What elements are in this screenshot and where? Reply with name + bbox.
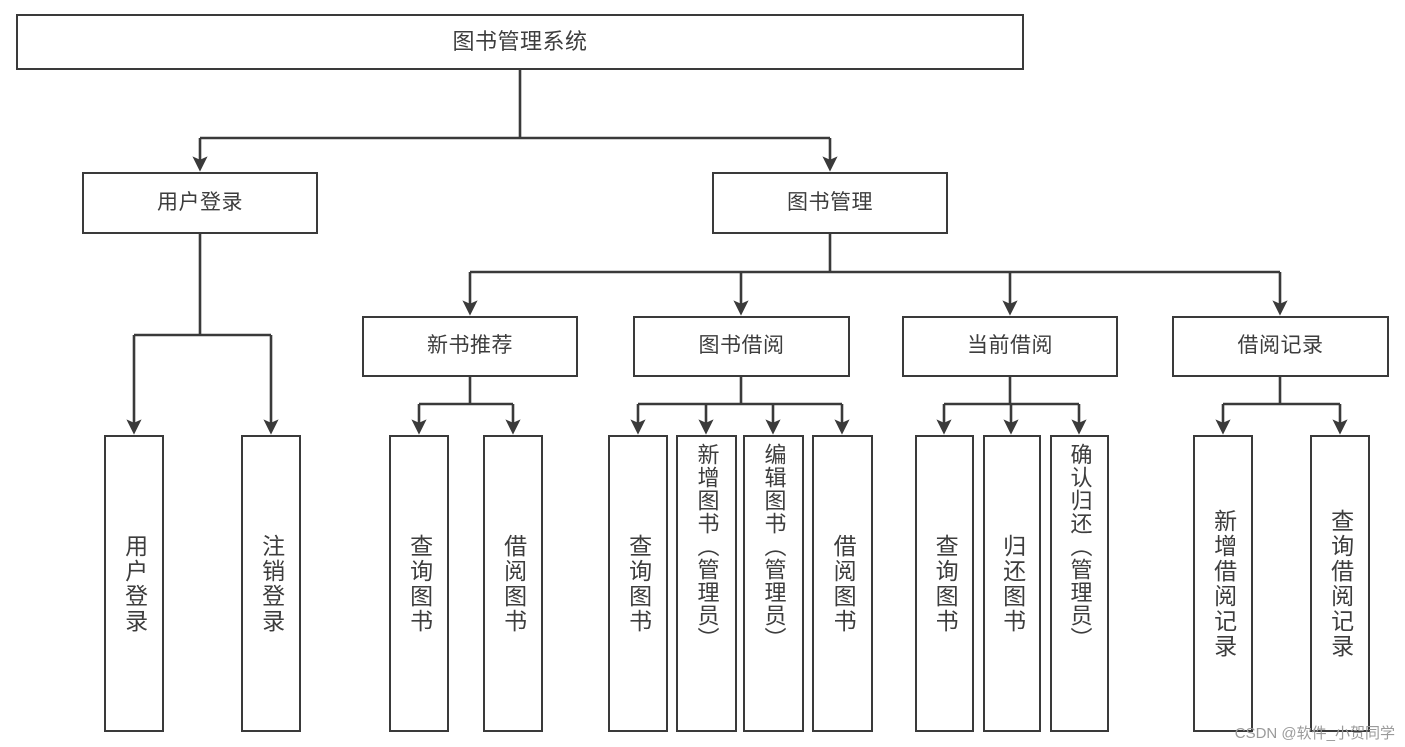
- leaf-borrow-book-2[interactable]: 借阅图书: [812, 435, 873, 732]
- leaf-user-login[interactable]: 用户登录: [104, 435, 164, 732]
- leaf-return-book-label: 归还图书: [999, 533, 1026, 634]
- leaf-query-book-1[interactable]: 查询图书: [389, 435, 449, 732]
- watermark-text: CSDN @软件_小贺同学: [1234, 725, 1395, 742]
- leaf-query-book-1-label: 查询图书: [406, 533, 433, 634]
- leaf-query-record[interactable]: 查询借阅记录: [1310, 435, 1370, 732]
- leaf-query-book-3[interactable]: 查询图书: [915, 435, 974, 732]
- leaf-query-book-2-label: 查询图书: [625, 533, 652, 634]
- leaf-borrow-book-1-label: 借阅图书: [500, 533, 527, 634]
- leaf-add-record-label: 新增借阅记录: [1210, 508, 1237, 659]
- node-root-label: 图书管理系统: [452, 29, 588, 55]
- leaf-add-book-label: 新增图书（管理员）: [694, 443, 720, 650]
- leaf-borrow-book-1[interactable]: 借阅图书: [483, 435, 543, 732]
- leaf-logout-login[interactable]: 注销登录: [241, 435, 301, 732]
- leaf-query-record-label: 查询借阅记录: [1327, 508, 1354, 659]
- node-current-borrow[interactable]: 当前借阅: [902, 316, 1118, 377]
- leaf-edit-book-label: 编辑图书（管理员）: [761, 443, 787, 650]
- node-current-borrow-label: 当前借阅: [967, 334, 1053, 358]
- node-borrow-record[interactable]: 借阅记录: [1172, 316, 1389, 377]
- leaf-edit-book[interactable]: 编辑图书（管理员）: [743, 435, 804, 732]
- node-book-borrow[interactable]: 图书借阅: [633, 316, 850, 377]
- leaf-query-book-2[interactable]: 查询图书: [608, 435, 668, 732]
- node-new-book-recommend[interactable]: 新书推荐: [362, 316, 578, 377]
- node-book-management-label: 图书管理: [787, 190, 873, 214]
- node-user-login-label: 用户登录: [157, 190, 243, 214]
- node-user-login[interactable]: 用户登录: [82, 172, 318, 234]
- leaf-query-book-3-label: 查询图书: [932, 533, 959, 634]
- leaf-logout-login-label: 注销登录: [258, 533, 285, 634]
- leaf-add-record[interactable]: 新增借阅记录: [1193, 435, 1253, 732]
- node-borrow-record-label: 借阅记录: [1237, 334, 1324, 358]
- leaf-add-book[interactable]: 新增图书（管理员）: [676, 435, 737, 732]
- node-root[interactable]: 图书管理系统: [16, 14, 1024, 70]
- leaf-user-login-label: 用户登录: [121, 533, 148, 634]
- leaf-return-book[interactable]: 归还图书: [983, 435, 1041, 732]
- leaf-confirm-return[interactable]: 确认归还（管理员）: [1050, 435, 1109, 732]
- node-book-borrow-label: 图书借阅: [698, 334, 785, 358]
- leaf-borrow-book-2-label: 借阅图书: [830, 533, 857, 634]
- leaf-confirm-return-label: 确认归还（管理员）: [1067, 443, 1093, 650]
- node-new-book-recommend-label: 新书推荐: [427, 334, 513, 358]
- node-book-management[interactable]: 图书管理: [712, 172, 948, 234]
